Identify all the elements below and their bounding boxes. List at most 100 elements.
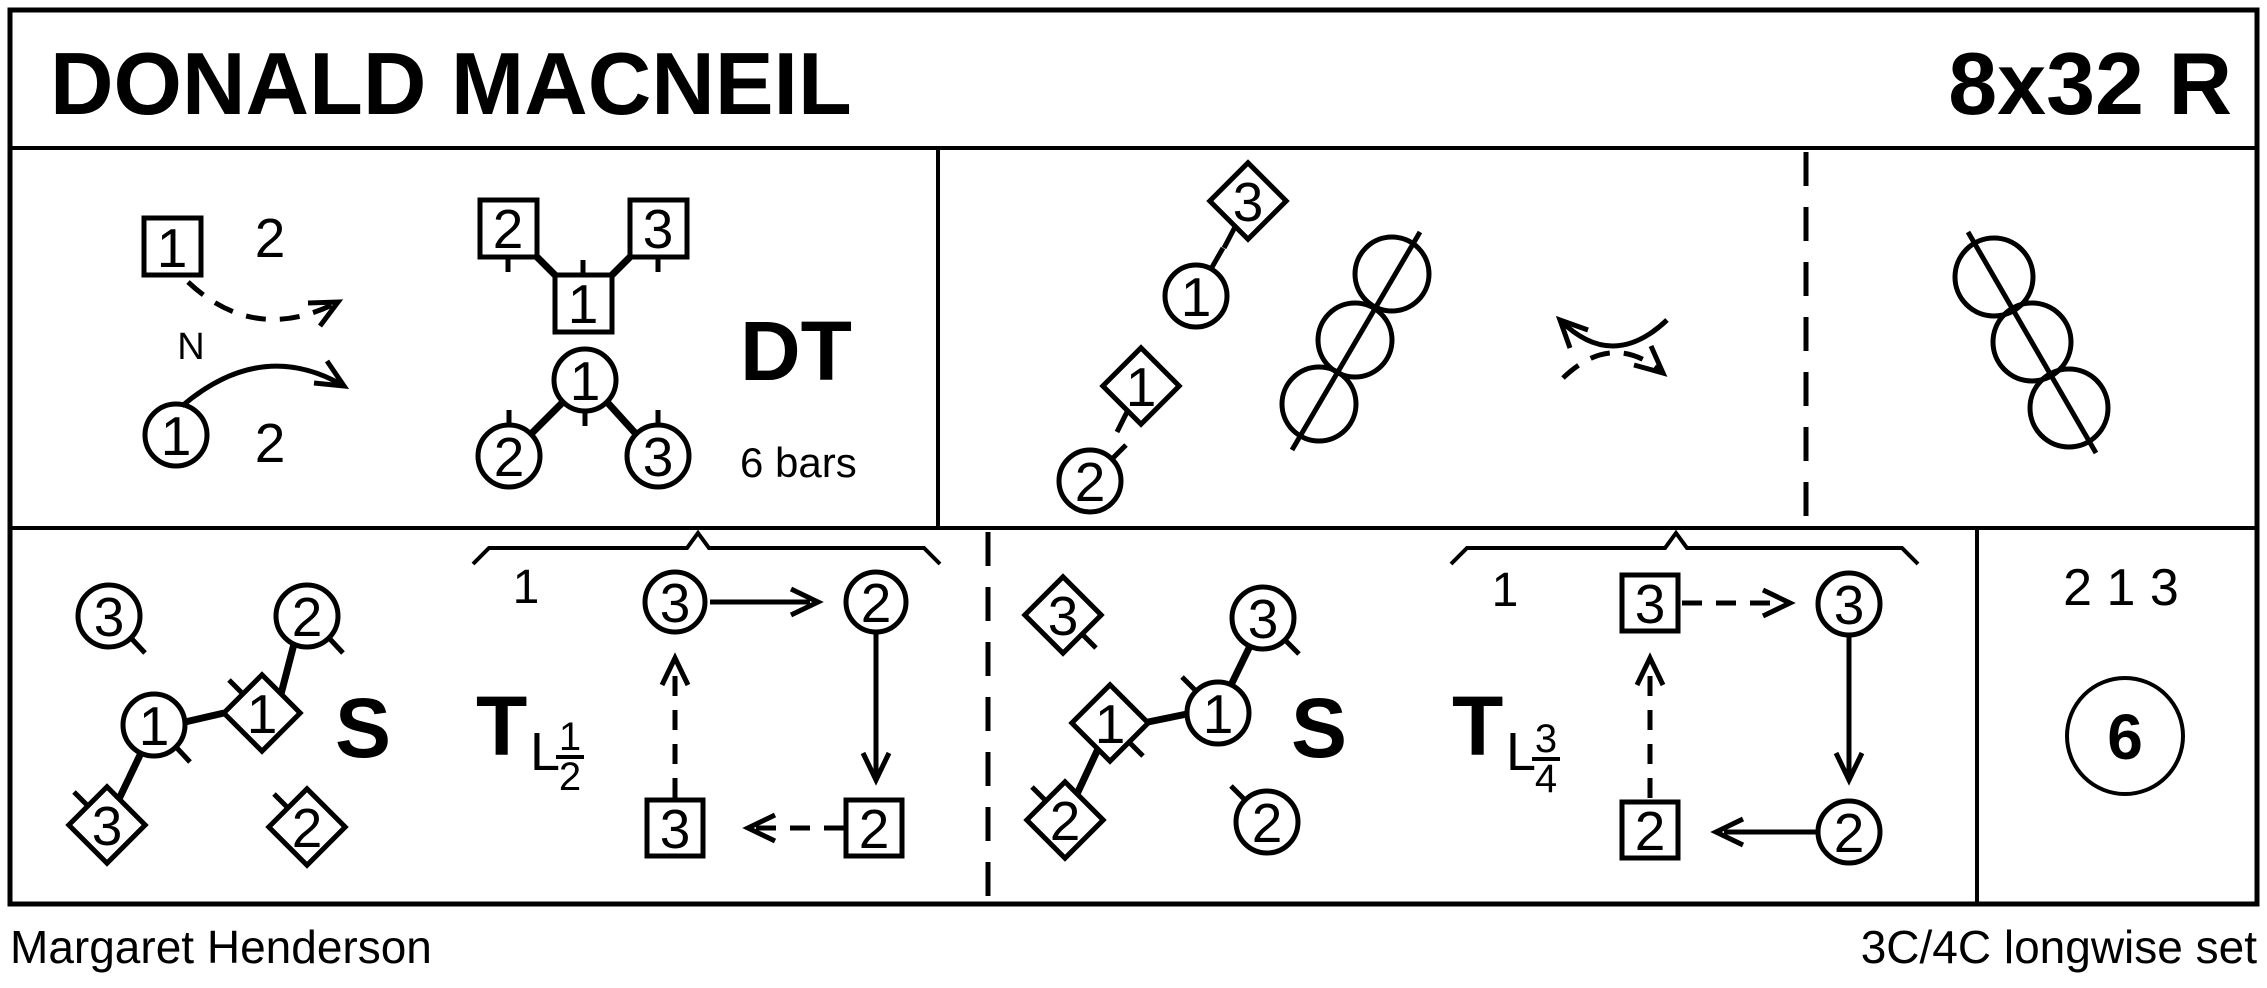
hand-joins xyxy=(115,643,298,801)
movement-arrows xyxy=(659,586,892,844)
first-woman-circle xyxy=(1184,679,1252,747)
second-man-position-number: 2 xyxy=(255,207,286,269)
cross-label: N xyxy=(177,326,204,368)
tick xyxy=(1208,246,1226,271)
first-man-diamond xyxy=(1099,344,1183,428)
hands-round-count: 6 xyxy=(2107,701,2143,773)
second-woman-number: 2 xyxy=(1252,792,1283,854)
first-woman-circle xyxy=(1162,262,1230,330)
phrase-brace xyxy=(471,531,942,566)
first-woman-number: 1 xyxy=(1181,266,1212,328)
join xyxy=(115,751,145,801)
duration-label: 6 bars xyxy=(740,439,857,486)
third-man-square xyxy=(644,797,706,859)
grid xyxy=(7,7,2260,907)
join xyxy=(277,643,298,695)
tick xyxy=(1127,740,1145,758)
first-woman-number: 1 xyxy=(139,695,170,757)
first-woman-number: 1 xyxy=(1203,683,1234,745)
figure-line-of-three-up xyxy=(1279,230,1432,452)
man-track-arrowhead-icon xyxy=(307,299,344,328)
line-axis xyxy=(1289,230,1423,452)
second-woman-circle xyxy=(843,569,909,635)
third-man-square xyxy=(1619,572,1681,634)
fraction-denominator: 2 xyxy=(559,755,581,799)
join xyxy=(1227,644,1254,687)
woman-track-arrowhead-icon xyxy=(313,359,350,390)
turn-hand: L xyxy=(1506,722,1536,782)
first-man-number: 1 xyxy=(247,683,278,745)
figure-double-triangles: 2 3 1 1 2 3 DT 6 bars xyxy=(475,197,857,490)
second-woman-circle xyxy=(475,422,543,490)
hands-round-circle xyxy=(2065,676,2185,796)
third-woman-number: 3 xyxy=(94,586,125,648)
tick xyxy=(72,790,90,808)
arrowhead-icon xyxy=(860,751,892,786)
join xyxy=(607,252,635,280)
third-woman-number: 3 xyxy=(1248,588,1279,650)
second-woman-position-number: 2 xyxy=(255,412,286,474)
set-type-label: 3C/4C longwise set xyxy=(1861,921,2258,973)
third-woman-circle xyxy=(642,569,708,635)
dance-title: DONALD MACNEIL xyxy=(50,34,852,133)
second-man-square xyxy=(843,797,905,859)
tick xyxy=(1283,638,1301,656)
tick xyxy=(1180,675,1198,693)
double-triangles-code: DT xyxy=(740,304,852,398)
second-woman-number: 2 xyxy=(1834,802,1865,864)
devisor-label: Margaret Henderson xyxy=(10,921,432,973)
arrowhead-icon xyxy=(1555,315,1589,349)
tick xyxy=(1030,785,1048,803)
arrowhead-icon xyxy=(659,652,691,687)
figure-diagonal-line: 2 1 1 3 xyxy=(1056,159,1290,515)
second-man-number: 2 xyxy=(292,797,323,859)
figure-turn-left-three-quarters: 1 3 3 2 2 T L 3 4 xyxy=(1449,531,1920,866)
join xyxy=(532,252,560,280)
arrowhead-icon xyxy=(789,586,824,618)
movement-arrows xyxy=(1634,587,1865,848)
line-axis xyxy=(1965,230,2099,455)
first-woman-circle xyxy=(120,691,188,759)
second-woman-number: 2 xyxy=(861,572,892,634)
second-man-number: 2 xyxy=(1635,800,1666,862)
third-man-number: 3 xyxy=(660,798,691,860)
third-man-number: 3 xyxy=(92,795,123,857)
set-code: S xyxy=(1291,681,1347,775)
figure-turn-left-half: 1 3 2 3 2 T L 1 2 xyxy=(471,531,942,860)
figure-set-first: 3 2 1 1 3 2 S xyxy=(65,582,391,869)
tick xyxy=(227,678,245,696)
phrase-brace xyxy=(1449,531,1920,566)
first-woman-number: 1 xyxy=(570,350,601,412)
third-woman-circle xyxy=(75,582,143,650)
second-woman-circle xyxy=(1815,798,1883,866)
tick xyxy=(1080,632,1098,650)
second-woman-number: 2 xyxy=(1075,451,1106,513)
hand-joins xyxy=(1073,644,1254,796)
third-man-diamond xyxy=(1206,159,1290,243)
arrowhead-icon xyxy=(1833,751,1865,786)
first-man-number: 1 xyxy=(1095,693,1126,755)
hand-joins xyxy=(528,252,639,437)
figure-set-second: 3 3 1 1 2 2 S xyxy=(1021,573,1347,862)
join xyxy=(528,399,566,437)
second-man-number: 2 xyxy=(859,798,890,860)
arrowhead-icon xyxy=(1710,816,1745,848)
join xyxy=(1073,747,1102,796)
bar-number: 1 xyxy=(513,561,540,614)
arrowhead-icon xyxy=(1634,652,1666,687)
third-man-number: 3 xyxy=(643,198,674,260)
dancer-circle xyxy=(1279,364,1359,444)
arrowhead-icon xyxy=(1761,587,1796,619)
second-man-square xyxy=(1619,799,1681,861)
fraction-numerator: 3 xyxy=(1535,717,1557,761)
first-man-number: 1 xyxy=(1126,356,1157,418)
dancer-circle xyxy=(1952,235,2036,319)
third-woman-number: 3 xyxy=(643,426,674,488)
third-man-number: 3 xyxy=(1233,171,1264,233)
woman-cross-arc xyxy=(1558,318,1669,349)
tick xyxy=(272,792,290,810)
repeats-label: 8x32 R xyxy=(1948,34,2232,133)
first-man-square xyxy=(141,215,204,278)
join xyxy=(184,709,225,726)
